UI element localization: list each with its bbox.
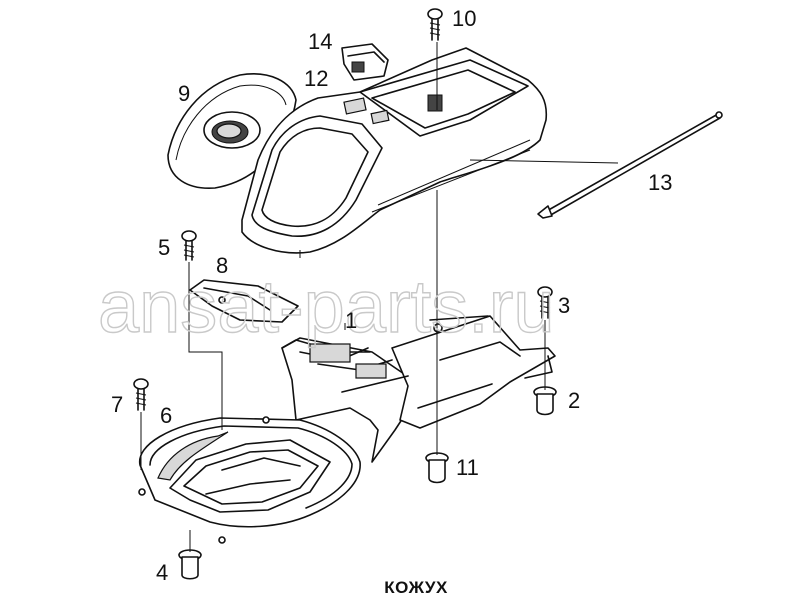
callout-11: 11 bbox=[456, 455, 479, 480]
assembly-lines bbox=[140, 42, 619, 552]
part-4-grommet bbox=[178, 549, 202, 580]
part-11-grommet bbox=[425, 452, 449, 484]
part-1-lower-bracket bbox=[281, 315, 556, 463]
callout-5: 5 bbox=[158, 235, 170, 260]
part-3-screw bbox=[537, 286, 553, 319]
part-13-rod bbox=[537, 111, 723, 219]
part-6-base-plate bbox=[138, 416, 361, 544]
part-14-clip bbox=[341, 43, 389, 81]
callout-8: 8 bbox=[216, 253, 228, 278]
diagram-caption: КОЖУХ bbox=[384, 578, 448, 597]
part-8-bracket bbox=[189, 279, 299, 323]
callout-1: 1 bbox=[345, 308, 357, 333]
part-7-screw bbox=[133, 378, 149, 411]
callout-7: 7 bbox=[111, 392, 123, 417]
callout-9: 9 bbox=[178, 81, 190, 106]
callout-12: 12 bbox=[304, 66, 328, 91]
callout-2: 2 bbox=[568, 388, 580, 413]
part-12-console-shroud bbox=[241, 47, 548, 258]
part-10-screw bbox=[427, 8, 443, 41]
callout-10: 10 bbox=[452, 6, 476, 31]
callout-4: 4 bbox=[156, 560, 168, 585]
part-2-grommet bbox=[533, 386, 557, 416]
watermark-text: ansat-parts.ru bbox=[98, 265, 555, 348]
callout-6: 6 bbox=[160, 403, 172, 428]
callout-labels: 1 2 3 4 5 6 7 8 9 10 11 12 13 14 bbox=[111, 6, 672, 585]
callout-14: 14 bbox=[308, 29, 332, 54]
callout-3: 3 bbox=[558, 293, 570, 318]
part-5-screw bbox=[181, 230, 197, 261]
callout-13: 13 bbox=[648, 170, 672, 195]
